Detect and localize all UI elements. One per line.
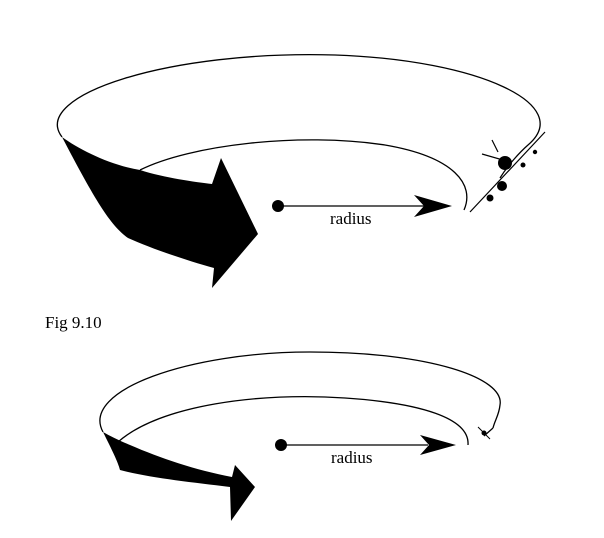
top-edge-line-upper bbox=[469, 131, 546, 213]
bottom-radius-label: radius bbox=[331, 448, 373, 467]
bottom-edge-tick bbox=[477, 426, 491, 440]
bottom-radius-arrowhead bbox=[420, 435, 456, 455]
top-edge-line-lower bbox=[491, 139, 499, 153]
top-particle-large bbox=[498, 156, 512, 170]
top-edge-detail bbox=[469, 131, 546, 213]
top-radius-label: radius bbox=[330, 209, 372, 228]
bottom-diagram: radius bbox=[99, 351, 501, 521]
top-outer-ring bbox=[56, 53, 541, 179]
top-particle-medium bbox=[497, 181, 507, 191]
top-particle-small-2 bbox=[520, 162, 526, 168]
bottom-outer-ring bbox=[99, 351, 501, 433]
top-inner-ring bbox=[139, 139, 468, 211]
top-radius-arrowhead bbox=[414, 195, 452, 217]
figure-caption: Fig 9.10 bbox=[45, 313, 102, 332]
top-diagram: radius bbox=[56, 53, 546, 288]
top-particle-small-1 bbox=[486, 194, 494, 202]
bottom-inner-ring bbox=[117, 396, 469, 446]
top-flow-arrow bbox=[62, 137, 258, 288]
bottom-flow-arrow bbox=[103, 432, 255, 521]
top-particle-small-3 bbox=[532, 149, 538, 155]
